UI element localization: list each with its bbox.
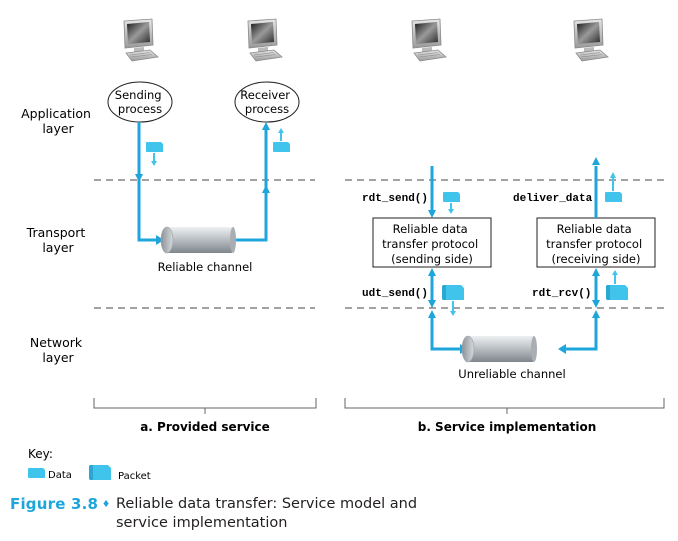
layer-label-transport: Transport layer bbox=[26, 225, 90, 255]
bracket-a bbox=[93, 398, 317, 409]
udt-send-arrowhead-down bbox=[428, 300, 436, 308]
computer-icon-receiver-a bbox=[247, 18, 283, 62]
data-up-arrowhead-a bbox=[278, 128, 284, 133]
arrowhead-down-a bbox=[135, 174, 143, 182]
panel-b-title: b. Service implementation bbox=[418, 420, 597, 434]
sending-process-label: Sending process bbox=[115, 88, 165, 116]
rdt-sending-side-label: Reliable data transfer protocol (sending… bbox=[382, 222, 482, 266]
caption-text: Reliable data transfer: Service model an… bbox=[116, 496, 418, 531]
deliver-data-arrowhead bbox=[592, 157, 600, 165]
udt-send-arrowhead-up bbox=[428, 268, 436, 276]
layer-label-application: Application layer bbox=[21, 106, 95, 136]
key-packet-icon bbox=[89, 465, 111, 480]
rdt-rcv-label: rdt_rcv() bbox=[532, 288, 591, 300]
data-icon-receive-a bbox=[273, 142, 290, 152]
caption-diamond-icon: ♦ bbox=[103, 496, 110, 510]
deliver-data-label: deliver_data bbox=[513, 193, 593, 205]
arrowhead-up-receiver-a bbox=[262, 122, 270, 130]
packet-icon-rdt-rcv bbox=[606, 285, 628, 300]
key-data-label: Data bbox=[48, 470, 72, 481]
udt-send-packet-arrowhead bbox=[450, 311, 456, 316]
udt-send-label: udt_send() bbox=[362, 288, 428, 300]
arrowhead-from-pipe-b bbox=[558, 344, 566, 354]
layer-label-network: Network layer bbox=[30, 335, 86, 365]
reliable-channel-icon bbox=[160, 226, 237, 254]
sender-network-line-b bbox=[430, 318, 462, 351]
rdt-receiving-side-label: Reliable data transfer protocol (receivi… bbox=[546, 222, 646, 266]
rdt-send-label: rdt_send() bbox=[362, 193, 428, 205]
packet-icon-udt-send bbox=[442, 285, 464, 300]
unreliable-channel-icon bbox=[461, 335, 538, 363]
key-data-icon bbox=[28, 468, 45, 478]
data-icon-rdt-send bbox=[443, 192, 460, 202]
rdt-receiving-side-box bbox=[536, 217, 656, 268]
unreliable-channel-label: Unreliable channel bbox=[458, 367, 565, 381]
reliable-channel-label: Reliable channel bbox=[158, 260, 253, 274]
data-icon-deliver bbox=[605, 192, 622, 202]
receiver-network-line-b bbox=[560, 318, 598, 351]
rdt-send-data-arrowhead bbox=[448, 209, 454, 214]
figure-number: Figure 3.8 bbox=[10, 495, 99, 513]
rdt-rcv-arrowhead-down bbox=[592, 300, 600, 308]
data-icon-send-a bbox=[146, 142, 163, 152]
receiver-process-ellipse bbox=[234, 81, 300, 123]
network-arrowhead-up-receiver bbox=[592, 310, 600, 318]
rdt-rcv-packet-arrowhead bbox=[612, 270, 618, 275]
key-packet-label: Packet bbox=[118, 471, 151, 482]
receiver-flow-line-a bbox=[236, 128, 268, 242]
deliver-data-small-arrowhead bbox=[610, 172, 616, 178]
computer-icon-sender-b bbox=[411, 18, 447, 62]
computer-icon-receiver-b bbox=[573, 18, 609, 62]
receiver-process-label: Receiver process bbox=[240, 88, 293, 116]
rdt-rcv-arrowhead-up bbox=[592, 268, 600, 276]
computer-icon-sender-a bbox=[123, 18, 159, 62]
panel-a-title: a. Provided service bbox=[140, 420, 270, 434]
arrowhead-into-pipe-a bbox=[156, 235, 164, 245]
key-title: Key: bbox=[28, 447, 53, 461]
bracket-b bbox=[344, 398, 665, 409]
arrowhead-up-boundary-a bbox=[262, 185, 270, 193]
sender-flow-line-a bbox=[137, 122, 158, 242]
data-down-arrowhead-a bbox=[151, 161, 157, 166]
rdt-sending-side-box bbox=[372, 217, 492, 268]
network-arrowhead-up-sender bbox=[428, 310, 436, 318]
rdt-send-arrowhead bbox=[428, 210, 436, 218]
